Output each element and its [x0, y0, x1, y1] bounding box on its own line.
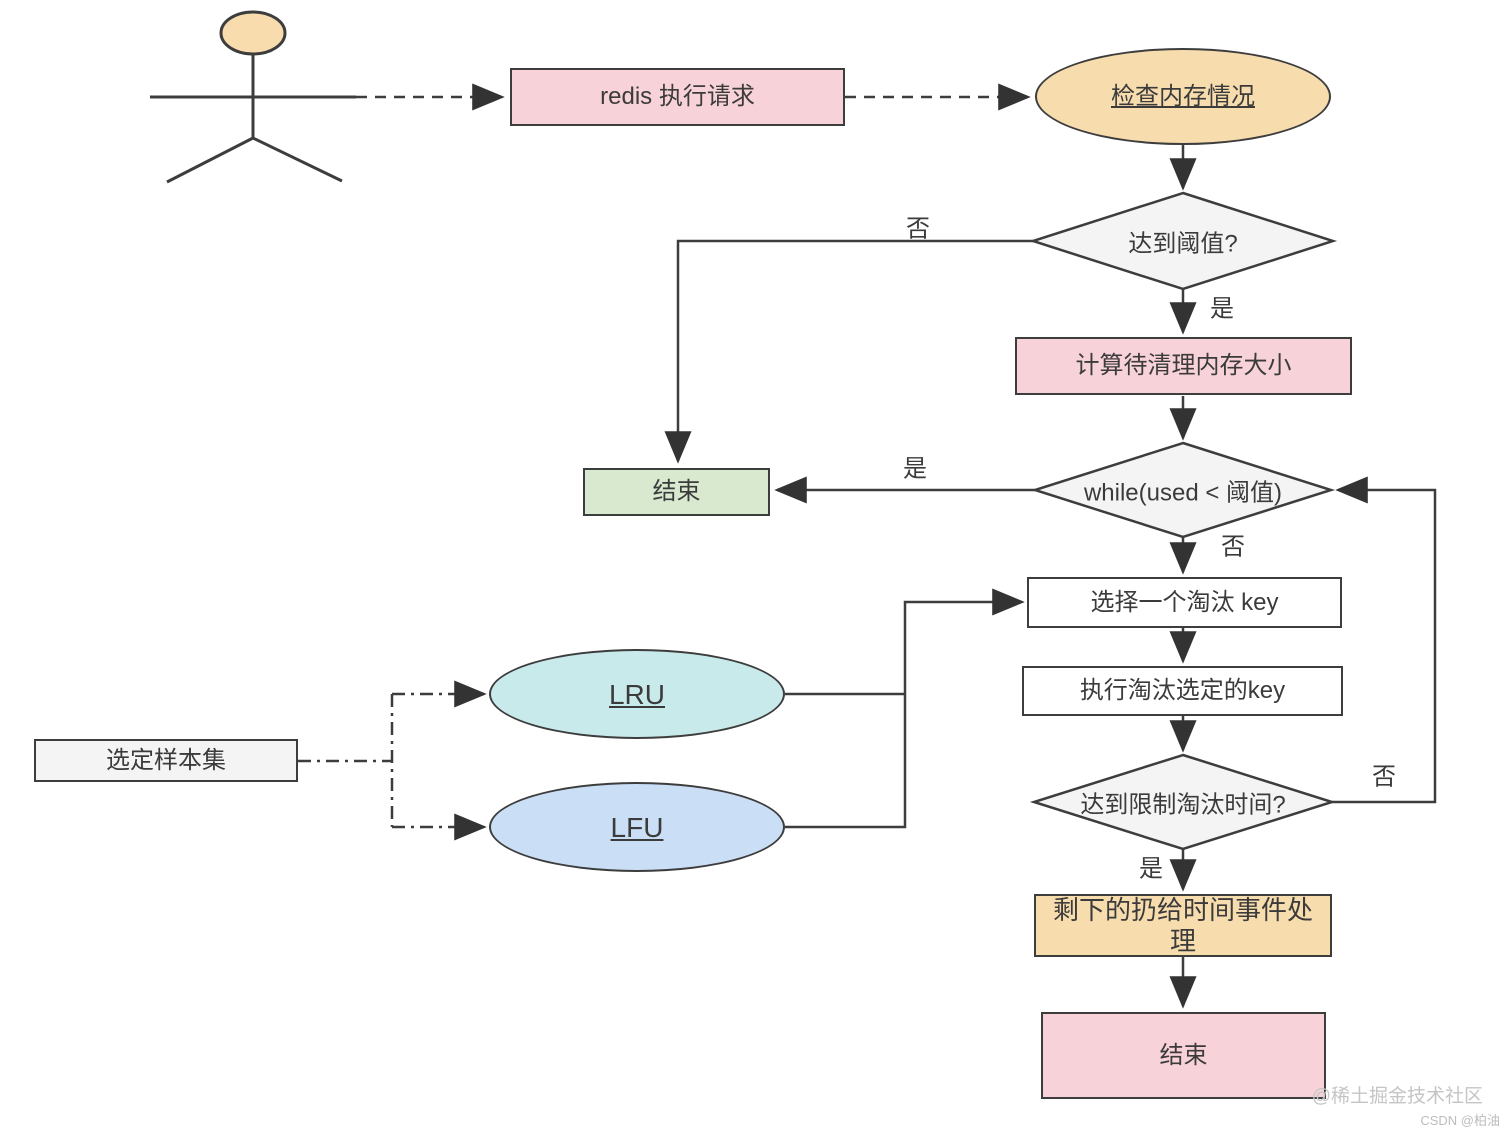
node-threshold-decision-label: 达到阈值?	[1128, 230, 1238, 258]
node-lfu-label: LFU	[610, 811, 664, 843]
watermark-csdn: CSDN @柏油	[1420, 1113, 1500, 1128]
node-sample-set-label: 选定样本集	[106, 746, 226, 774]
edge-timelimit-no-loop	[1332, 476, 1437, 804]
edge-label-threshold-yes: 是	[1210, 295, 1234, 323]
node-check-memory-label: 检查内存情况	[1111, 82, 1255, 110]
node-calc-memory: 计算待清理内存大小	[1015, 337, 1352, 395]
node-evict-key-label: 执行淘汰选定的key	[1079, 677, 1286, 704]
node-lru: LRU	[489, 649, 785, 739]
node-redis-request-label: redis 执行请求	[600, 83, 755, 110]
node-sample-set: 选定样本集	[34, 739, 298, 782]
node-redis-request: redis 执行请求	[510, 68, 845, 126]
node-while-condition-label: while(used < 阈值)	[1083, 479, 1283, 507]
node-select-key-label: 选择一个淘汰 key	[1090, 588, 1279, 616]
edge-label-time-no: 否	[1372, 763, 1396, 791]
actor-head	[219, 10, 287, 56]
edge-label-time-yes: 是	[1139, 855, 1163, 883]
edge-label-while-yes: 是	[903, 455, 927, 483]
node-lfu: LFU	[489, 782, 785, 872]
node-end-bottom-label: 结束	[1159, 1041, 1208, 1069]
actor-figure	[150, 10, 356, 184]
edge-lfu-to-select	[785, 588, 1025, 829]
node-select-key: 选择一个淘汰 key	[1027, 577, 1342, 628]
node-calc-memory-label: 计算待清理内存大小	[1075, 352, 1292, 379]
node-end-left-label: 结束	[652, 478, 701, 505]
node-time-limit-decision-label: 达到限制淘汰时间?	[1080, 791, 1286, 819]
edge-label-while-no: 否	[1221, 533, 1245, 561]
node-check-memory: 检查内存情况	[1035, 48, 1331, 145]
node-time-event-label: 剩下的扔给时间事件处理	[1052, 894, 1313, 956]
node-end-bottom: 结束	[1041, 1012, 1326, 1099]
node-evict-key: 执行淘汰选定的key	[1022, 666, 1343, 716]
watermark-juejin: @稀土掘金技术社区	[1311, 1086, 1483, 1107]
node-time-event: 剩下的扔给时间事件处理	[1034, 894, 1332, 957]
edge-label-threshold-no: 否	[906, 215, 930, 243]
node-lru-label: LRU	[608, 678, 665, 710]
edge-threshold-no-to-end	[664, 239, 1033, 464]
node-end-left: 结束	[583, 468, 770, 516]
actor-legs	[166, 136, 343, 184]
